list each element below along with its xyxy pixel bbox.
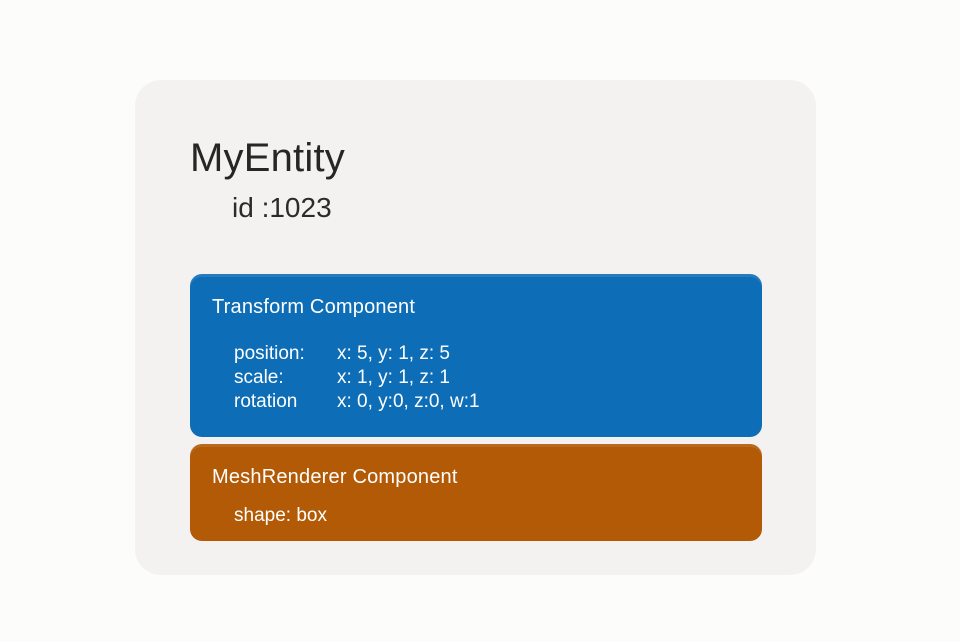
entity-card: MyEntity id :1023 Transform Component po… bbox=[135, 80, 816, 575]
transform-component-properties: position: x: 5, y: 1, z: 5 scale: x: 1, … bbox=[234, 342, 480, 414]
transform-component-title: Transform Component bbox=[212, 296, 416, 318]
property-row-rotation: rotation x: 0, y:0, z:0, w:1 bbox=[234, 390, 480, 414]
property-row-position: position: x: 5, y: 1, z: 5 bbox=[234, 342, 480, 366]
meshrenderer-component-properties: shape: box bbox=[234, 504, 327, 528]
property-value: x: 1, y: 1, z: 1 bbox=[337, 367, 450, 388]
transform-component-box: Transform Component position: x: 5, y: 1… bbox=[190, 274, 762, 437]
meshrenderer-component-title: MeshRenderer Component bbox=[212, 466, 458, 488]
property-value: shape: box bbox=[234, 505, 327, 526]
property-label: scale: bbox=[234, 367, 284, 388]
property-row-scale: scale: x: 1, y: 1, z: 1 bbox=[234, 366, 480, 390]
property-label: position: bbox=[234, 343, 305, 364]
property-value: x: 5, y: 1, z: 5 bbox=[337, 343, 450, 364]
meshrenderer-component-box: MeshRenderer Component shape: box bbox=[190, 444, 762, 541]
property-label: rotation bbox=[234, 391, 298, 412]
property-value: x: 0, y:0, z:0, w:1 bbox=[337, 391, 480, 412]
property-row-shape: shape: box bbox=[234, 504, 327, 528]
entity-title: MyEntity bbox=[190, 136, 345, 180]
entity-id: id :1023 bbox=[232, 192, 332, 223]
